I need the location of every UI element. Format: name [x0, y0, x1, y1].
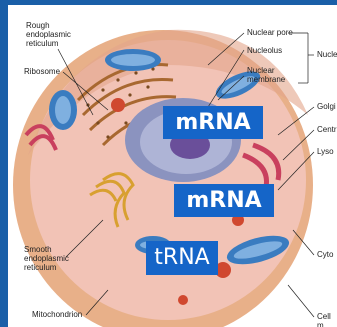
label-cytoplasm: Cyto [317, 250, 333, 259]
label-nuclear-pore: Nuclear pore [247, 28, 293, 37]
label-centrioles: Centr [317, 125, 337, 134]
trna-overlay: tRNA [146, 241, 218, 275]
label-nuclear-membrane: Nuclear membrane [247, 66, 285, 84]
label-cell-membrane: Cell m [317, 312, 337, 327]
label-smooth-er: Smooth endoplasmic reticulum [24, 245, 69, 272]
label-nucleolus: Nucleolus [247, 46, 282, 55]
label-lysosome: Lyso [317, 147, 334, 156]
diagram-panel: Rough endoplasmic reticulum Ribosome Smo… [8, 5, 337, 327]
label-golgi: Golgi [317, 102, 336, 111]
cell-illustration [8, 5, 337, 327]
label-mitochondrion: Mitochondrion [32, 310, 82, 319]
mrna-overlay-1: mRNA [163, 106, 263, 139]
label-nucleus: Nucle [317, 50, 337, 59]
label-ribosome: Ribosome [24, 67, 60, 76]
label-rough-er: Rough endoplasmic reticulum [26, 21, 71, 48]
mrna-overlay-2: mRNA [174, 184, 274, 217]
